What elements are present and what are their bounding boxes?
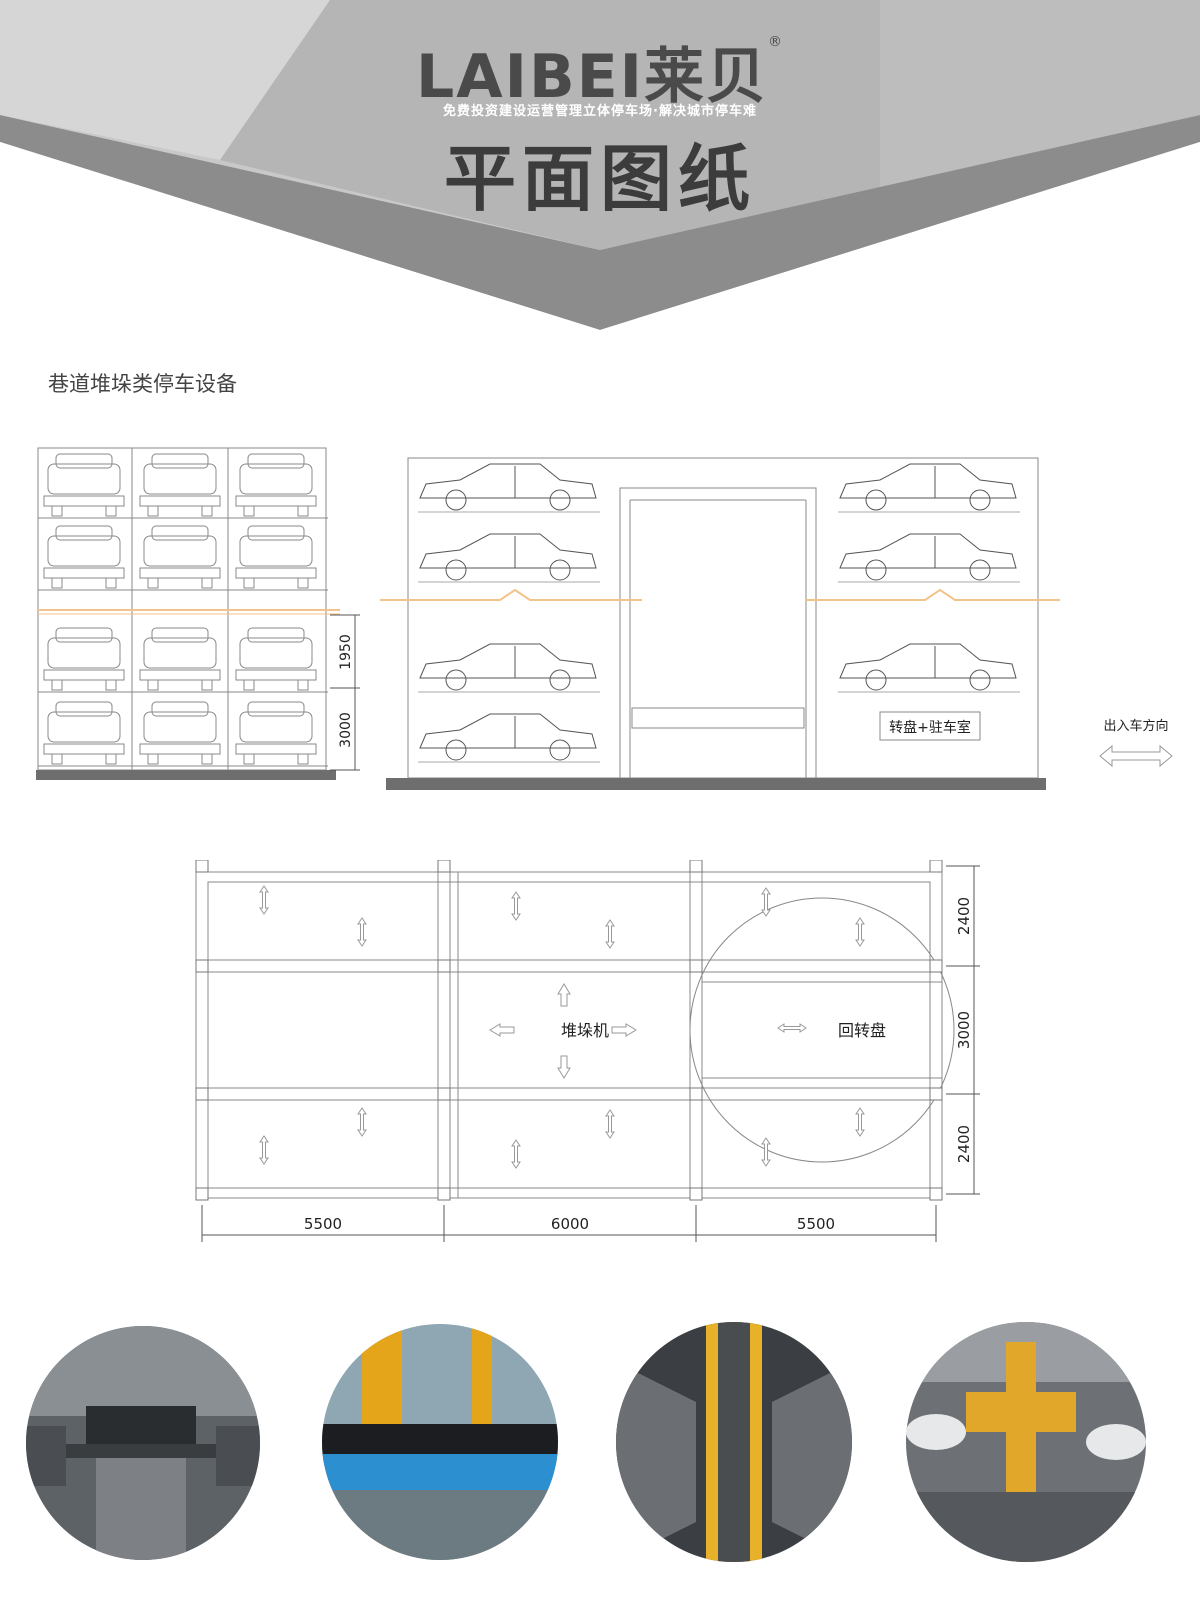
arrow-down-icon: [557, 1055, 571, 1079]
car-side-icon: [418, 533, 600, 583]
arrow-left-icon: [489, 1023, 515, 1037]
section-title: 巷道堆垛类停车设备: [48, 372, 237, 396]
turntable-platform: [701, 981, 943, 1079]
page-title: 平面图纸: [443, 137, 756, 221]
vertical-arrow-icon: [357, 1107, 367, 1137]
column-marker: [437, 1087, 451, 1101]
vertical-arrow-icon: [605, 1109, 615, 1139]
column-marker: [195, 959, 209, 973]
column-marker: [689, 860, 703, 873]
photo-stacker-crane-car: [322, 1324, 558, 1560]
car-side-icon: [838, 643, 1020, 693]
car-side-icon: [418, 643, 600, 693]
brand-tagline: 免费投资建设运营管理立体停车场·解决城市停车难: [443, 104, 757, 119]
room-label-box: [879, 711, 981, 741]
stacker-label: 堆垛机: [561, 1021, 609, 1040]
column-marker: [195, 1087, 209, 1101]
brand-name: LAIBEI莱贝: [415, 42, 769, 112]
vertical-arrow-icon: [259, 1135, 269, 1165]
column-marker: [437, 959, 451, 973]
vertical-arrow-icon: [511, 1139, 521, 1169]
photo-vertical-shaft: [616, 1322, 852, 1562]
vertical-arrow-icon: [605, 919, 615, 949]
side-elevation-drawing: 1950 3000: [36, 447, 360, 780]
vertical-arrow-icon: [761, 1137, 771, 1167]
column-marker: [929, 1187, 943, 1201]
turntable-label: 回转盘: [838, 1021, 886, 1040]
car-front-icon: [38, 453, 136, 519]
ground-slab: [36, 770, 336, 780]
car-side-icon: [838, 463, 1020, 513]
column-marker: [195, 1187, 209, 1201]
car-front-icon: [38, 627, 136, 693]
car-side-icon: [418, 713, 600, 763]
column-marker: [929, 959, 943, 973]
column-marker: [689, 959, 703, 973]
front-elevation-drawing: 转盘+驻车室 出入车方向: [380, 457, 1173, 790]
arrow-right-icon: [611, 1023, 637, 1037]
width-dim-1: 5500: [304, 1215, 342, 1233]
vertical-arrow-icon: [855, 1107, 865, 1137]
turntable-room-label: 转盘+驻车室: [889, 719, 971, 736]
turntable-circle: [689, 897, 955, 1163]
dim-1950: 1950: [338, 634, 354, 670]
dim-3000: 3000: [338, 712, 354, 748]
vertical-arrow-icon: [511, 891, 521, 921]
arrow-up-icon: [557, 983, 571, 1007]
car-front-icon: [38, 701, 136, 767]
width-dim-3: 5500: [797, 1215, 835, 1233]
vertical-arrow-icon: [259, 885, 269, 915]
width-dim-2: 6000: [551, 1215, 589, 1233]
depth-dim-1: 2400: [955, 897, 973, 935]
column-marker: [195, 860, 209, 873]
plan-view-drawing: 堆垛机 回转盘 5500 6000 5500 2400 3000 2400: [195, 860, 980, 1242]
car-front-icon: [230, 525, 328, 591]
column-marker: [689, 1087, 703, 1101]
vertical-arrow-icon: [761, 887, 771, 917]
direction-label: 出入车方向: [1103, 718, 1168, 734]
vertical-arrow-icon: [357, 917, 367, 947]
car-front-icon: [38, 525, 136, 591]
car-front-icon: [230, 701, 328, 767]
column-marker: [929, 860, 943, 873]
car-front-icon: [134, 525, 232, 591]
car-front-icon: [134, 701, 232, 767]
column-marker: [437, 860, 451, 873]
column-marker: [437, 1187, 451, 1201]
depth-dim-2: 3000: [955, 1011, 973, 1049]
elevator-shaft: [619, 487, 817, 779]
car-side-icon: [838, 533, 1020, 583]
vertical-arrow-icon: [855, 917, 865, 947]
car-front-icon: [134, 627, 232, 693]
column-marker: [689, 1187, 703, 1201]
column-marker: [929, 1087, 943, 1101]
horizontal-arrow-icon: [777, 1023, 807, 1033]
registered-mark: ®: [768, 34, 785, 50]
photo-aisle-stacker: [906, 1322, 1146, 1562]
car-front-icon: [230, 627, 328, 693]
photo-underground-garage: [26, 1326, 260, 1560]
depth-dim-3: 2400: [955, 1125, 973, 1163]
ground-slab: [386, 778, 1046, 790]
car-front-icon: [230, 453, 328, 519]
car-front-icon: [134, 453, 232, 519]
car-side-icon: [418, 463, 600, 513]
brand-logo: LAIBEI莱贝®: [0, 28, 1200, 115]
double-arrow-icon: [1099, 744, 1173, 768]
header-banner: [0, 0, 1200, 340]
